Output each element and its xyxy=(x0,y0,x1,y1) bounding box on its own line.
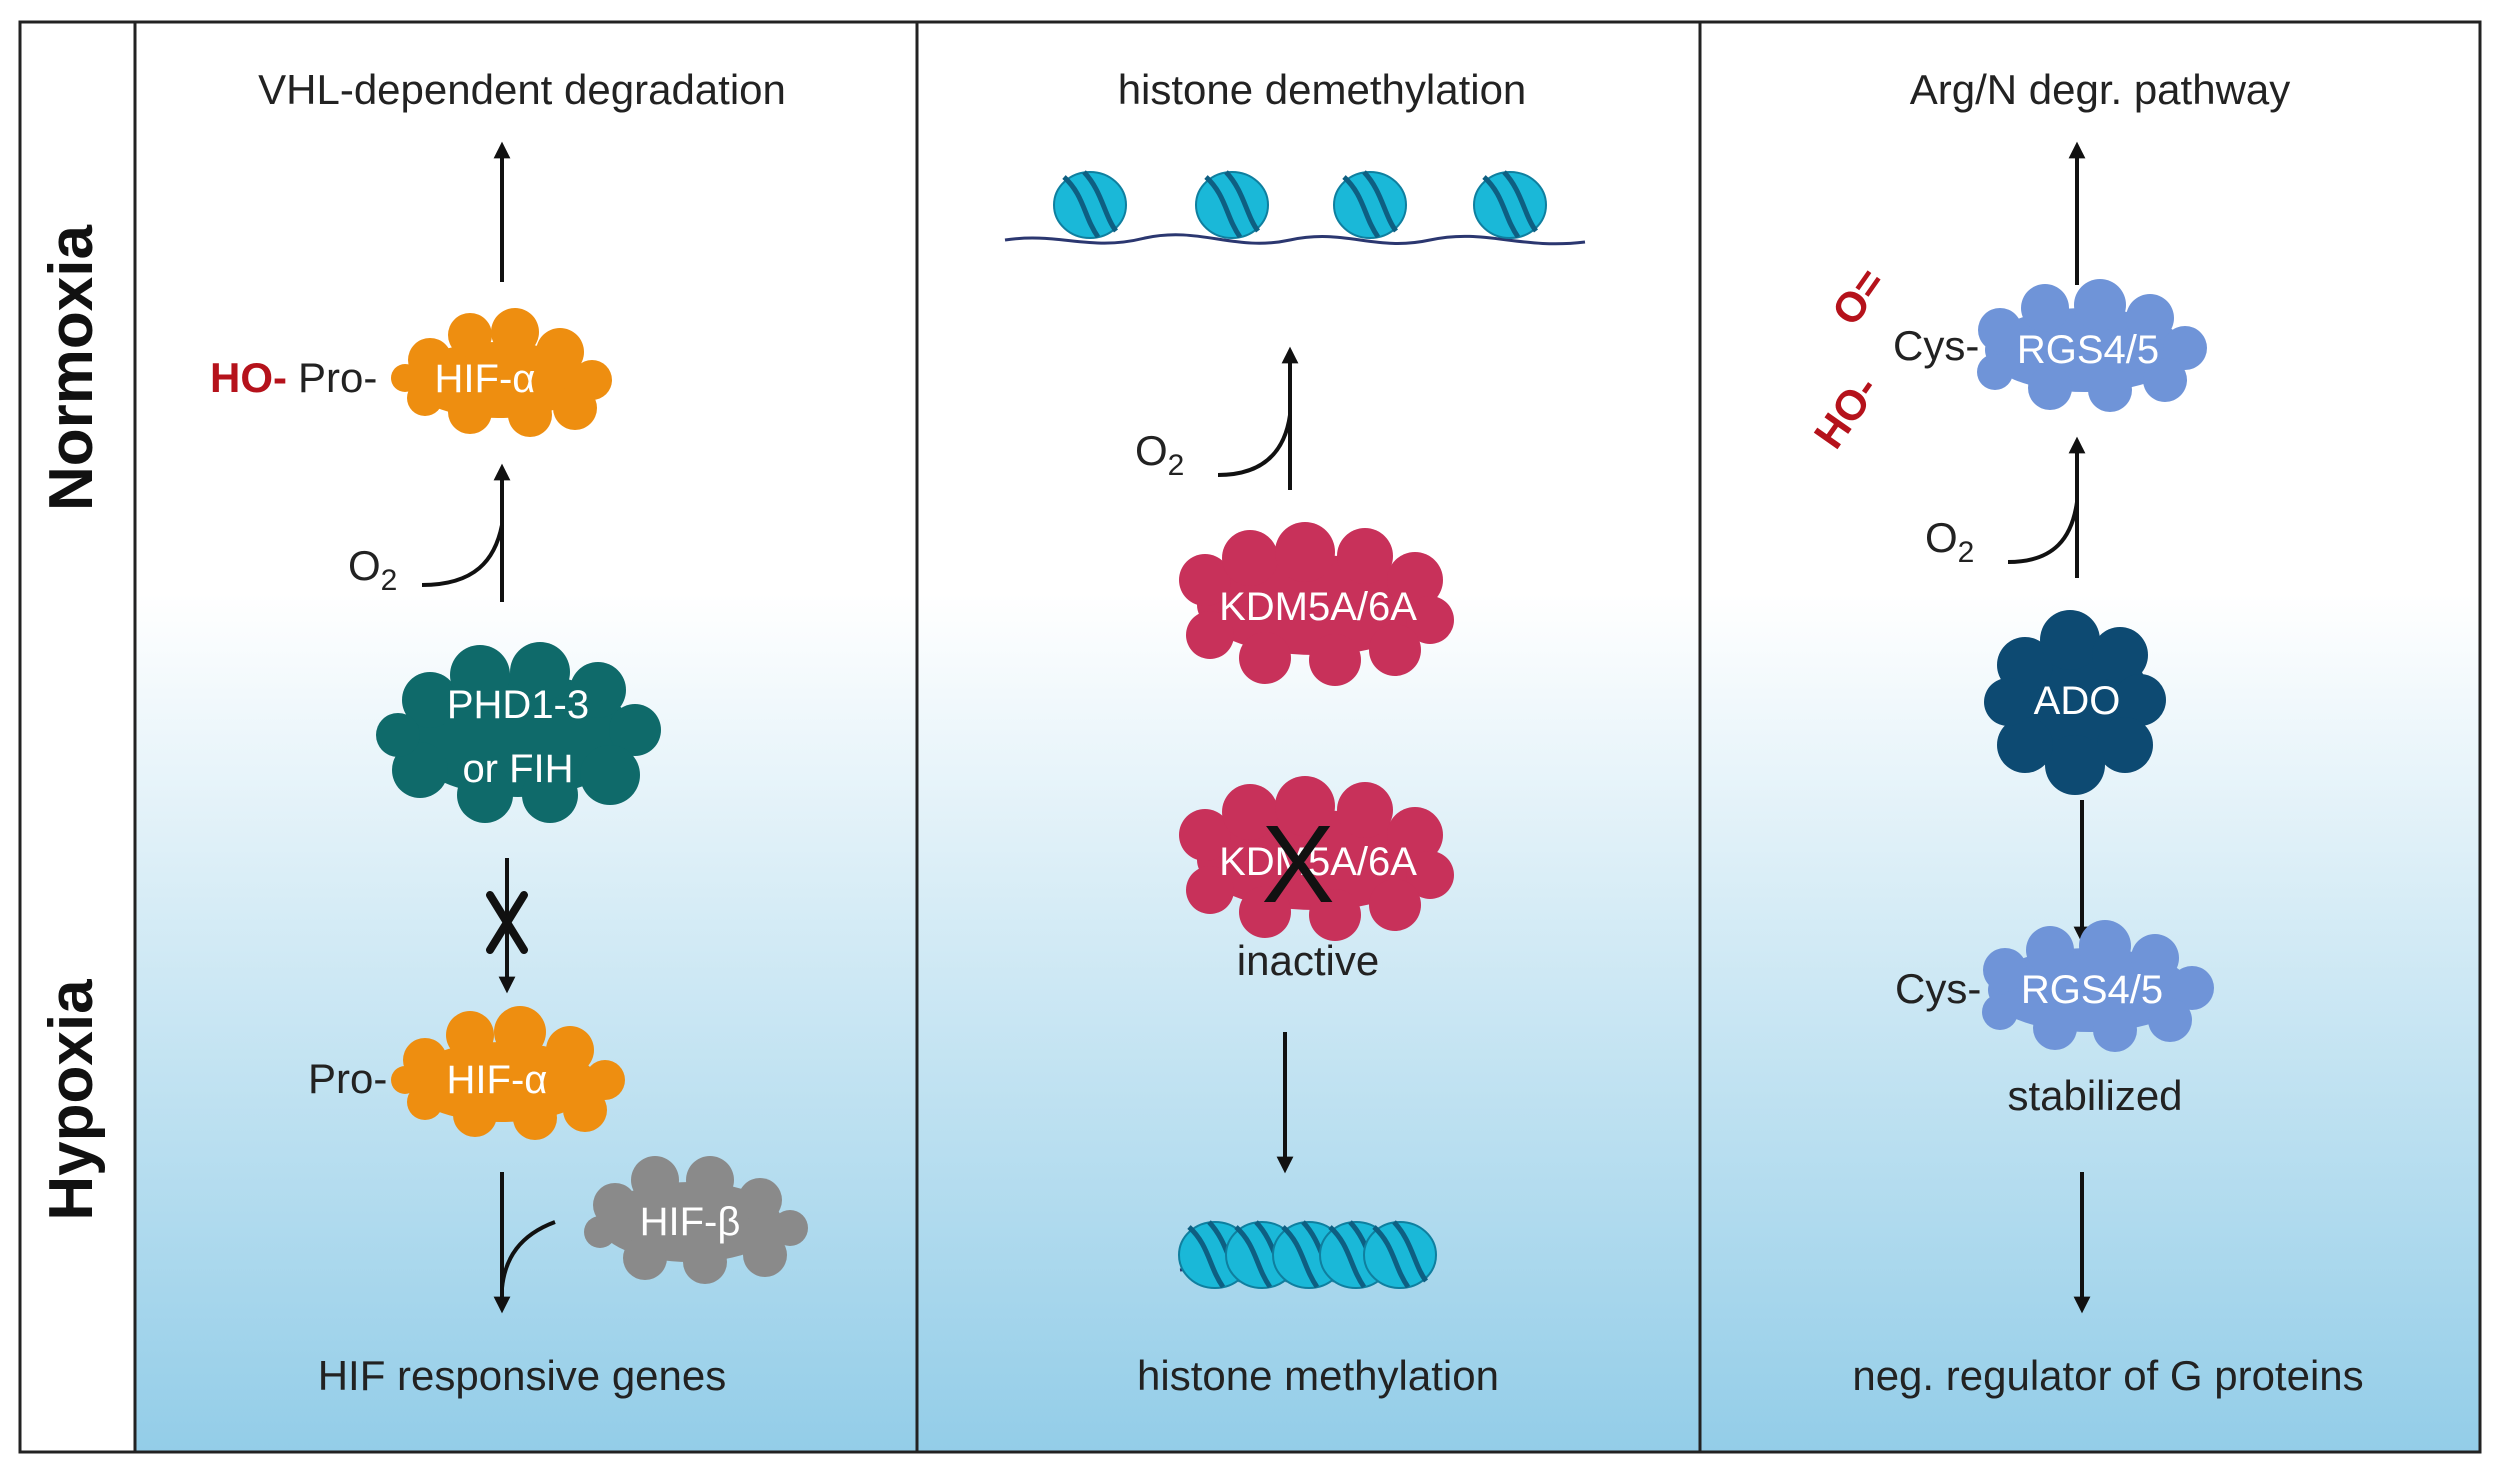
hif-o2-label: O2 xyxy=(348,542,397,597)
normoxia-label: Normoxia xyxy=(37,225,106,511)
ado-enzyme-label: ADO xyxy=(2034,679,2121,723)
ado-stabilized-label: stabilized xyxy=(2007,1072,2182,1119)
nucleosome-condensed-5 xyxy=(1364,1222,1436,1288)
ado-top-label: Arg/N degr. pathway xyxy=(1910,66,2291,113)
hif-ho-label: HO- xyxy=(210,354,287,401)
hif-beta-curve xyxy=(500,1220,556,1289)
ado-bottom-label: neg. regulator of G proteins xyxy=(1852,1352,2363,1399)
hypoxia-label: Hypoxia xyxy=(37,979,106,1221)
hif-beta-blob xyxy=(584,1156,808,1284)
phd-label-line1: PHD1-3 xyxy=(447,683,589,727)
rgs-stabilized-blob xyxy=(1982,920,2214,1052)
hif-o2-curve xyxy=(421,524,504,587)
nucleosome-open-1 xyxy=(1054,172,1126,238)
ado-o2-curve xyxy=(2007,501,2079,564)
ado-enzyme-blob xyxy=(1984,610,2166,795)
phd-label-line2: or FIH xyxy=(462,747,573,791)
kdm-inactive-blob xyxy=(1179,776,1454,941)
ado-o2-label: O2 xyxy=(1925,514,1974,569)
kdm-active-blob xyxy=(1179,522,1454,686)
hif-block-x-mark xyxy=(486,891,528,954)
nucleosome-open-4 xyxy=(1474,172,1546,238)
kdm-inactive-x-mark: X xyxy=(1261,803,1334,926)
rgs-oxidized-label: RGS4/5 xyxy=(2017,328,2159,372)
chromatin-open-dna xyxy=(1004,233,1586,246)
rgs-stabilized-label: RGS4/5 xyxy=(2021,968,2163,1012)
panel-hif: VHL-dependent degradation HO- Pro- HIF-α… xyxy=(210,66,808,1399)
hif-pro-label-hypoxia: Pro- xyxy=(308,1055,387,1102)
hif-bottom-label: HIF responsive genes xyxy=(318,1352,727,1399)
panel-kdm: histone demethylation O2 KDM5A/6A KDM5A xyxy=(1004,66,1586,1399)
hif-alpha-label-hypoxia: HIF-α xyxy=(447,1058,548,1102)
ado-cys-label-stabilized: Cys- xyxy=(1895,965,1981,1012)
kdm-o2-curve xyxy=(1217,414,1292,477)
hif-pro-label-normoxia: Pro- xyxy=(298,354,377,401)
hif-alpha-hypoxia-blob xyxy=(391,1006,625,1140)
kdm-inactive-enzyme-label: KDM5A/6A xyxy=(1219,840,1417,884)
hif-beta-label: HIF-β xyxy=(640,1200,741,1244)
kdm-o2-label: O2 xyxy=(1135,427,1184,482)
outer-frame-border xyxy=(18,20,2482,1454)
panel-ado: Arg/N degr. pathway RGS4/5 Cys- O= HO- O… xyxy=(1805,66,2364,1399)
kdm-bottom-label: histone methylation xyxy=(1137,1352,1499,1399)
phd-fih-blob xyxy=(376,642,661,823)
ado-cys-label-oxidized: Cys- xyxy=(1893,322,1979,369)
kdm-inactive-label: inactive xyxy=(1237,937,1379,984)
hif-alpha-normoxia-blob xyxy=(391,308,612,437)
kdm-top-label: histone demethylation xyxy=(1118,66,1527,113)
kdm-active-label: KDM5A/6A xyxy=(1219,585,1417,629)
nucleosome-open-2 xyxy=(1196,172,1268,238)
hif-top-label: VHL-dependent degradation xyxy=(258,66,786,113)
nucleosome-open-3 xyxy=(1334,172,1406,238)
rgs-oxidized-blob xyxy=(1977,279,2207,412)
hif-alpha-label-normoxia: HIF-α xyxy=(435,357,536,401)
